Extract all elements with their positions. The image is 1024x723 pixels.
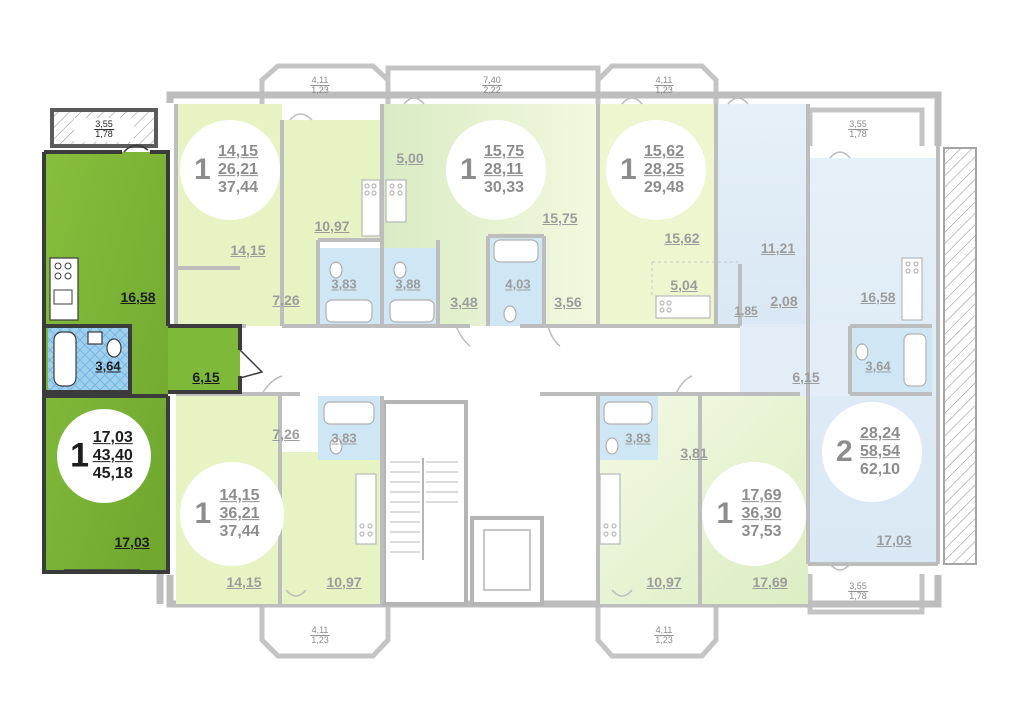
apartment-badge-right[interactable]: 2 28,24 58,54 62,10 <box>822 402 922 502</box>
room-area: 3,64 <box>865 358 891 374</box>
total-area: 36,21 <box>219 505 260 523</box>
total-area: 43,40 <box>92 447 133 465</box>
rooms-count: 2 <box>836 435 853 468</box>
room-area: 3,88 <box>395 276 421 292</box>
room-area: 1,85 <box>734 304 758 318</box>
room-area: 6,15 <box>792 369 820 385</box>
room-area: 7,26 <box>272 426 300 442</box>
total-with-balcony: 29,48 <box>644 178 685 196</box>
apartment-badge-selected[interactable]: 1 17,03 43,40 45,18 <box>57 409 151 503</box>
balcony-label: 3,55 1,78 <box>848 581 868 602</box>
rooms-count: 1 <box>460 153 477 186</box>
living-area: 15,75 <box>484 143 525 161</box>
room-area: 3,83 <box>331 276 357 292</box>
room-area: 17,03 <box>876 532 912 548</box>
interior-walls <box>174 104 940 604</box>
room-area: 14,15 <box>230 242 266 258</box>
total-area: 26,21 <box>218 161 259 179</box>
room-area: 17,69 <box>752 574 788 590</box>
rooms-count: 1 <box>716 497 734 530</box>
apartment-badge-top-right[interactable]: 1 15,62 28,25 29,48 <box>606 120 706 220</box>
total-with-balcony: 37,53 <box>741 522 782 540</box>
rooms-count: 1 <box>70 436 90 475</box>
room-area: 14,15 <box>226 574 262 590</box>
room-area: 15,75 <box>542 210 578 226</box>
total-area: 28,25 <box>644 161 685 179</box>
balcony-label: 3,55 1,78 <box>848 119 868 140</box>
balcony-area: 3,55 <box>94 119 114 131</box>
room-area: 3,56 <box>554 294 582 310</box>
apartment-badge-top-left[interactable]: 1 14,15 26,21 37,44 <box>180 120 280 220</box>
room-area: 7,26 <box>272 292 300 308</box>
room-area: 16,58 <box>860 289 896 305</box>
room-area: 10,97 <box>646 574 682 590</box>
room-area: 3,48 <box>450 294 478 310</box>
balcony-label: 4,11 1,23 <box>310 75 330 96</box>
living-area: 14,15 <box>219 487 260 505</box>
total-with-balcony: 45,18 <box>92 464 133 482</box>
total-with-balcony: 37,44 <box>219 522 260 540</box>
room-area: 15,62 <box>664 230 700 246</box>
living-area: 15,62 <box>644 143 685 161</box>
apartment-badge-top-middle[interactable]: 1 15,75 28,11 30,33 <box>446 120 546 220</box>
balcony-label: 4,11 1,23 <box>654 625 674 646</box>
rooms-count: 1 <box>194 497 212 530</box>
total-with-balcony: 37,44 <box>218 178 259 196</box>
rooms-count: 1 <box>194 153 211 186</box>
living-area: 17,69 <box>741 487 782 505</box>
room-area: 5,04 <box>670 277 698 293</box>
total-with-balcony: 30,33 <box>484 178 525 196</box>
room-area: 5,00 <box>396 150 424 166</box>
room-area: 11,21 <box>760 240 796 256</box>
room-area-kitchen-selected: 16,58 <box>120 289 156 305</box>
room-area-hall-selected: 6,15 <box>192 369 220 385</box>
balcony-label-selected: 3,55 1,78 <box>94 119 114 140</box>
total-area: 28,11 <box>484 161 524 179</box>
apartment-badge-bottom-left[interactable]: 1 14,15 36,21 37,44 <box>180 462 284 566</box>
rooms-count: 1 <box>620 153 637 186</box>
balcony-label: 7,40 2,22 <box>482 75 502 96</box>
room-area: 4,03 <box>505 276 531 292</box>
room-area: 3,83 <box>331 430 357 446</box>
balcony-label: 4,11 1,23 <box>310 625 330 646</box>
stair-core <box>382 400 544 606</box>
room-area: 2,08 <box>770 293 798 309</box>
total-area: 58,54 <box>860 443 901 461</box>
total-with-balcony: 62,10 <box>860 460 901 478</box>
room-area-living-selected: 17,03 <box>114 534 150 550</box>
room-area: 10,97 <box>326 574 362 590</box>
room-area-bath-selected: 3,64 <box>95 358 121 374</box>
bath-fixtures <box>323 239 927 455</box>
room-area: 10,97 <box>314 218 350 234</box>
total-area: 36,30 <box>741 505 782 523</box>
room-area: 3,81 <box>680 445 708 461</box>
kitchen-fixtures <box>355 179 923 545</box>
living-area: 14,15 <box>218 143 259 161</box>
balcony-reduced-area: 1,78 <box>95 129 113 140</box>
apartment-badge-bottom-right[interactable]: 1 17,69 36,30 37,53 <box>702 462 806 566</box>
room-area: 3,83 <box>625 430 651 446</box>
balcony-label: 4,11 1,23 <box>654 75 674 96</box>
living-area: 17,03 <box>92 429 133 447</box>
living-area: 28,24 <box>860 425 901 443</box>
